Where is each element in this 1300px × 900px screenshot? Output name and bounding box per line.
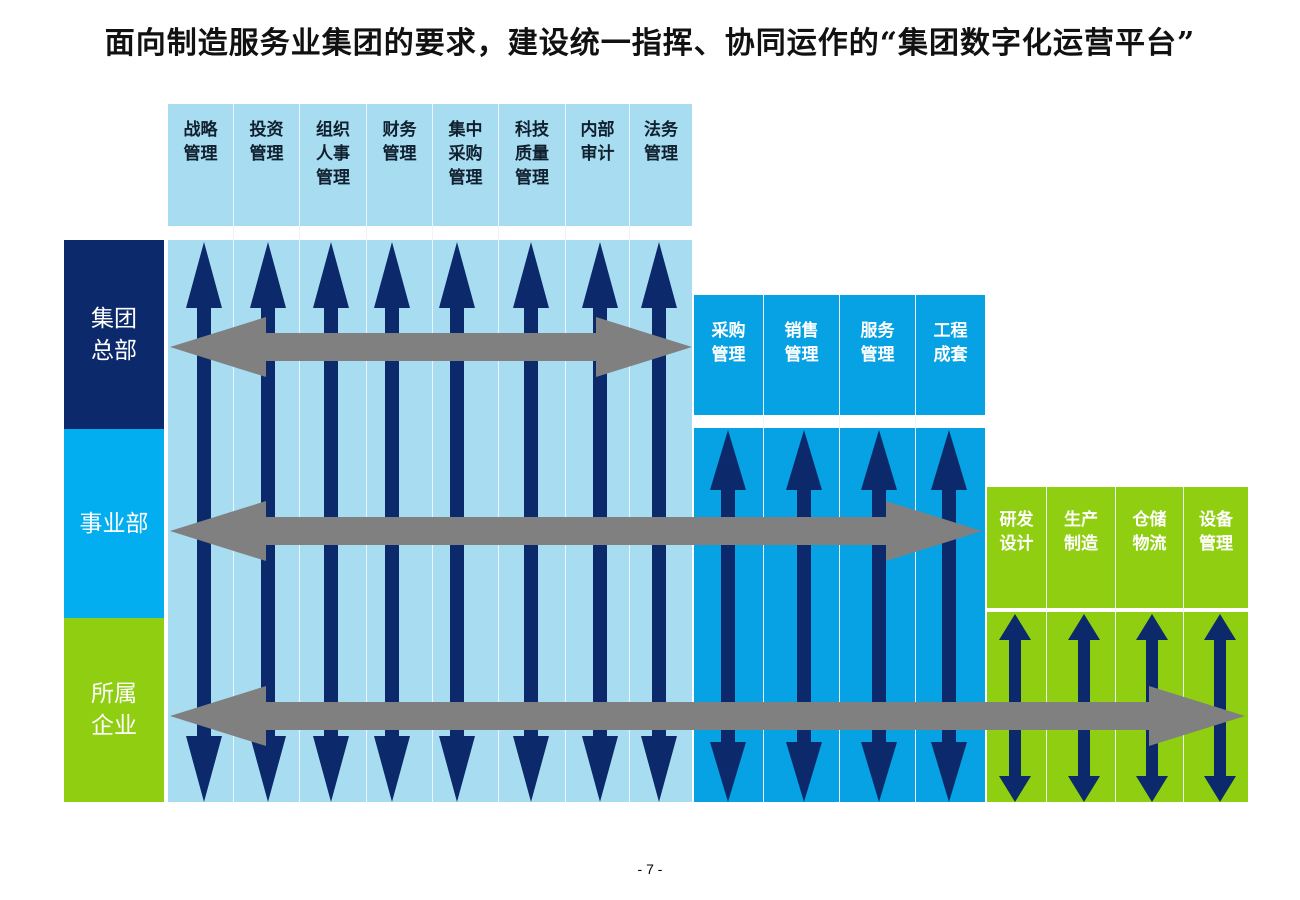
- subsidiary-horizontal-arrow: [170, 686, 1245, 746]
- division-vertical-arrow-4: [931, 430, 967, 802]
- hq-header-panel: [168, 104, 692, 226]
- division-function-service: 服务管理: [860, 321, 895, 365]
- division-vertical-arrow-3: [861, 430, 897, 802]
- level-hq-label: 集团总部: [91, 305, 137, 364]
- hq-function-investment: 投资管理: [249, 120, 284, 164]
- level-subsidiary-label: 所属企业: [91, 681, 137, 739]
- division-function-purchasing: 采购管理: [711, 321, 746, 365]
- division-vertical-arrow-2: [786, 430, 822, 802]
- division-vertical-arrow-1: [710, 430, 746, 802]
- subsidiary-function-equipment: 设备管理: [1199, 510, 1233, 554]
- hq-horizontal-arrow: [170, 317, 692, 377]
- subsidiary-function-logistics: 仓储物流: [1132, 510, 1167, 554]
- subsidiary-function-production: 生产制造: [1064, 510, 1098, 554]
- division-function-engineering: 工程成套: [933, 321, 968, 365]
- subsidiary-header-panel: [987, 487, 1248, 608]
- level-hq: 集团总部: [64, 240, 164, 429]
- page-title: 面向制造服务业集团的要求，建设统一指挥、协同运作的“集团数字化运营平台”: [104, 26, 1196, 61]
- hq-function-procurement: 集中采购管理: [448, 120, 483, 188]
- page-number: - 7 -: [637, 861, 663, 877]
- hq-function-legal: 法务管理: [644, 120, 678, 164]
- subsidiary-function-rnd: 研发设计: [999, 510, 1034, 554]
- division-horizontal-arrow: [170, 501, 982, 561]
- subsidiary-vertical-arrow-4: [1204, 614, 1236, 802]
- hq-function-strategy: 战略管理: [183, 120, 218, 164]
- level-division: 事业部: [64, 429, 164, 618]
- hq-function-audit: 内部审计: [580, 120, 615, 164]
- hq-function-tech-quality: 科技质量管理: [515, 120, 549, 188]
- level-division-label: 事业部: [79, 510, 149, 537]
- level-subsidiary: 所属企业: [64, 618, 164, 802]
- hq-function-hr: 组织人事管理: [316, 120, 350, 188]
- hq-function-finance: 财务管理: [382, 120, 417, 164]
- division-function-sales: 销售管理: [784, 321, 819, 365]
